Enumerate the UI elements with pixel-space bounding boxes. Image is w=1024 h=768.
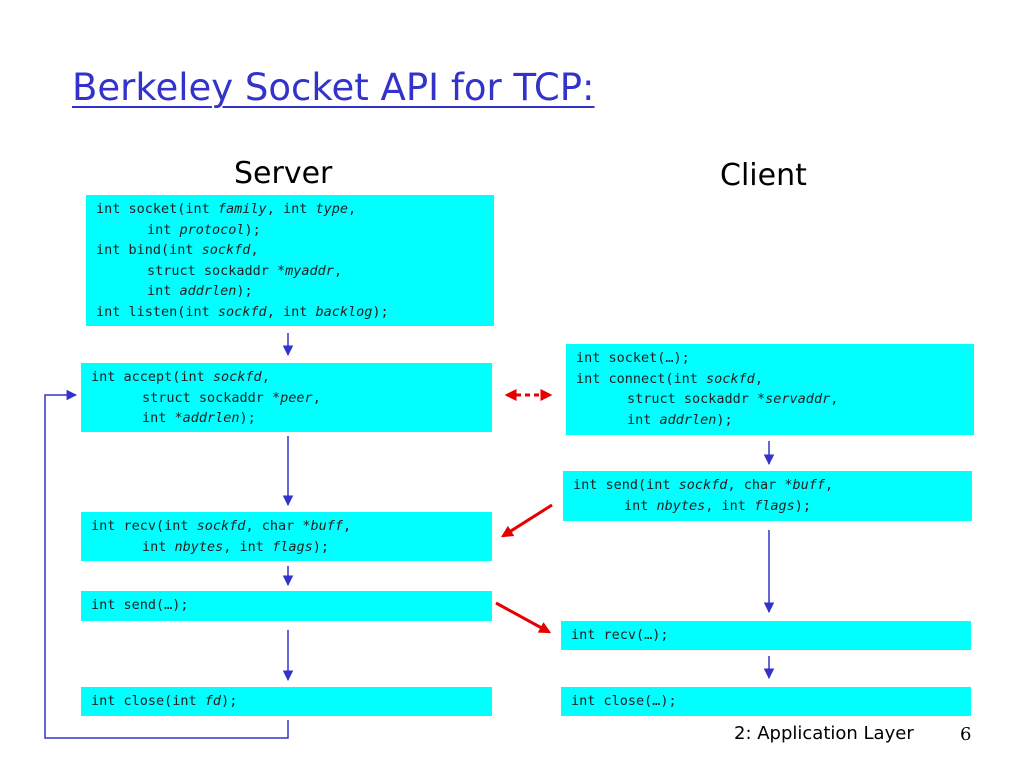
- code-line: int addrlen);: [147, 283, 253, 299]
- slide-title: Berkeley Socket API for TCP:: [72, 66, 595, 109]
- code-line: int accept(int sockfd,: [91, 369, 270, 385]
- code-line: int connect(int sockfd,: [576, 370, 763, 387]
- code-line: int protocol);: [147, 221, 261, 238]
- client-heading: Client: [720, 158, 807, 193]
- server-send-box: int send(…);: [80, 590, 493, 622]
- code-line: int send(…);: [91, 597, 189, 613]
- code-line: int close(…);: [571, 693, 677, 709]
- code-line: int nbytes, int flags);: [624, 497, 811, 514]
- server-heading: Server: [234, 156, 333, 191]
- code-line: struct sockaddr *peer,: [142, 389, 321, 406]
- client-send-to-server-recv-arrow: [500, 503, 553, 538]
- client-send-box: int send(int sockfd, char *buff, int nby…: [562, 470, 973, 522]
- client-close-box: int close(…);: [560, 686, 972, 717]
- server-close-box: int close(int fd);: [80, 686, 493, 717]
- code-line: struct sockaddr *myaddr,: [147, 262, 343, 279]
- code-line: int nbytes, int flags);: [142, 538, 329, 555]
- code-line: int addrlen);: [627, 411, 733, 428]
- code-line: int socket(int family, int type,: [96, 201, 357, 217]
- code-line: int bind(int sockfd,: [96, 242, 259, 258]
- code-line: int recv(int sockfd, char *buff,: [91, 518, 352, 534]
- code-line: int socket(…);: [576, 350, 690, 366]
- code-line: int listen(int sockfd, int backlog);: [96, 303, 389, 320]
- client-connect-box: int socket(…); int connect(int sockfd, s…: [565, 343, 975, 436]
- server-recv-box: int recv(int sockfd, char *buff, int nby…: [80, 511, 493, 562]
- code-line: int close(int fd);: [91, 693, 238, 709]
- code-line: int recv(…);: [571, 627, 669, 643]
- client-recv-box: int recv(…);: [560, 620, 972, 651]
- page-number: 6: [960, 724, 972, 745]
- footer-label: 2: Application Layer: [734, 723, 914, 744]
- server-setup-box: int socket(int family, int type, int pro…: [85, 194, 495, 327]
- loop-back-arrow: [44, 389, 289, 739]
- code-line: int *addrlen);: [142, 410, 256, 426]
- server-accept-box: int accept(int sockfd, struct sockaddr *…: [80, 362, 493, 433]
- code-line: struct sockaddr *servaddr,: [627, 391, 839, 407]
- code-line: int send(int sockfd, char *buff,: [573, 477, 834, 493]
- server-send-to-client-recv-arrow: [495, 601, 552, 634]
